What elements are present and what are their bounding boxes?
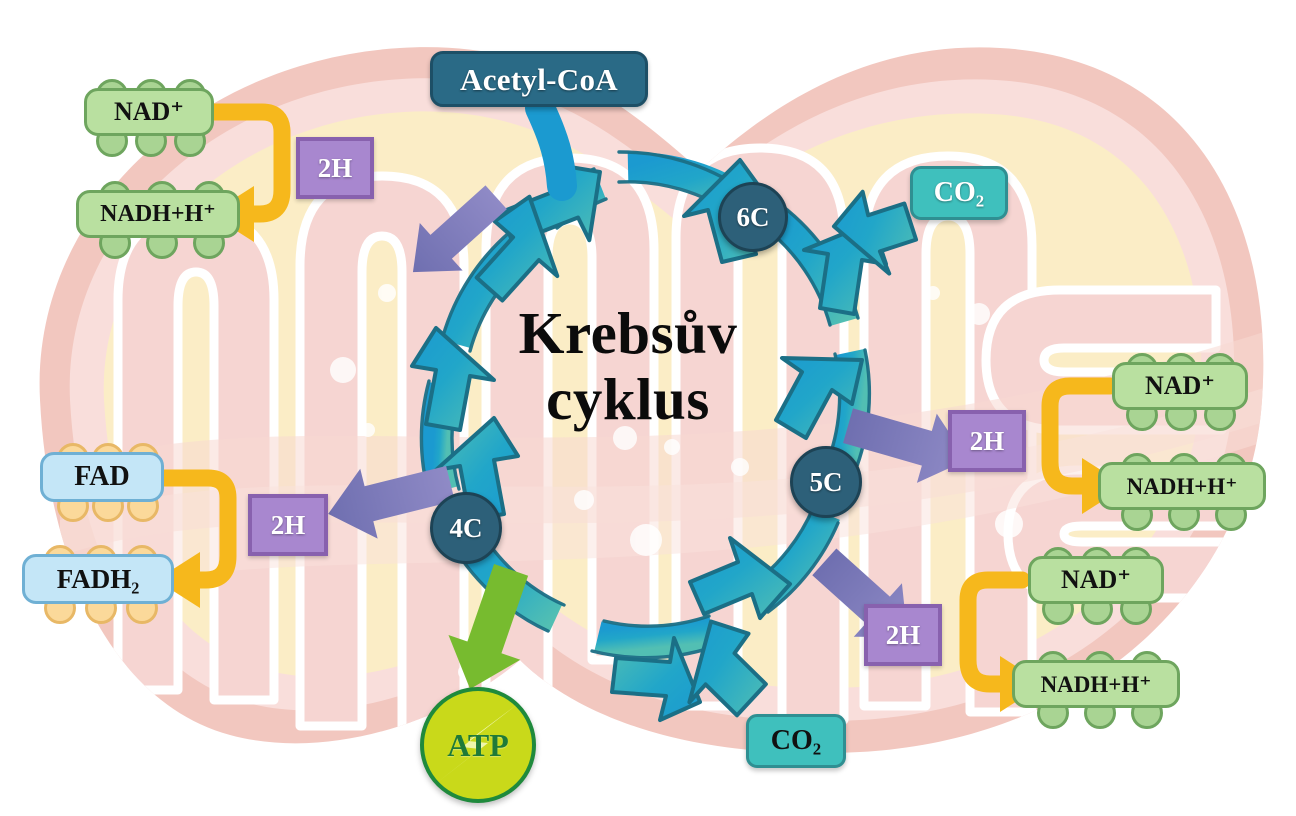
carrier-nad-top-left-oxidized: NAD⁺ <box>84 88 214 136</box>
co2-output-top: CO₂ <box>910 166 1008 220</box>
cycle-title-line2: cyklus <box>546 366 710 433</box>
cycle-title-line1: Krebsův <box>518 300 738 366</box>
atp-output-arrow <box>448 564 529 690</box>
co2-output-bottom: CO₂ <box>746 714 846 768</box>
transfer-plate-2h-top-left: 2H <box>296 137 374 199</box>
carrier-nad-top-left-reduced: NADH+H⁺ <box>76 190 240 238</box>
acetyl-coa-input-arrow <box>525 93 577 201</box>
lightning-bolt-icon <box>434 703 519 785</box>
transfer-plate-2h-right-lower: 2H <box>864 604 942 666</box>
carrier-nad-right-lower-oxidized-text: NAD⁺ <box>1060 565 1132 594</box>
carrier-reduction-arrows <box>151 103 1119 693</box>
carrier-nad-top-left-reduced-text: NADH+H⁺ <box>100 201 216 227</box>
carrier-nad-right-upper-oxidized-text: NAD⁺ <box>1144 371 1216 400</box>
cycle-title: Krebsův cyklus <box>448 300 808 432</box>
transfer-plate-2h-right-upper: 2H <box>948 410 1026 472</box>
co2-output-bottom-text: CO₂ <box>770 725 822 756</box>
cycle-node-5c: 5C <box>790 446 862 518</box>
carrier-nad-right-upper-oxidized: NAD⁺ <box>1112 362 1248 410</box>
carrier-nad-right-upper-reduced-text: NADH+H⁺ <box>1126 473 1238 499</box>
transfer-plate-2h-left: 2H <box>248 494 328 556</box>
atp-label: ATP <box>447 726 509 763</box>
carrier-fad-oxidized: FAD <box>40 452 164 502</box>
carrier-nad-right-upper-reduced: NADH+H⁺ <box>1098 462 1266 510</box>
carrier-fad-oxidized-text: FAD <box>74 461 130 492</box>
cycle-node-6c: 6C <box>718 182 788 252</box>
atp-output: ATP <box>420 687 536 803</box>
cycle-node-4c: 4C <box>430 492 502 564</box>
carrier-fad-reduced: FADH₂ <box>22 554 174 604</box>
hydrogen-transfer-arrows <box>328 185 968 637</box>
carrier-nad-right-lower-oxidized: NAD⁺ <box>1028 556 1164 604</box>
acetyl-coa-label: Acetyl-CoA <box>430 51 648 107</box>
carrier-nad-right-lower-reduced-text: NADH+H⁺ <box>1040 671 1152 697</box>
carrier-nad-right-lower-reduced: NADH+H⁺ <box>1012 660 1180 708</box>
carrier-nad-top-left-oxidized-text: NAD⁺ <box>113 97 185 126</box>
co2-exit-arrows <box>687 189 919 718</box>
co2-output-top-text: CO₂ <box>933 177 985 208</box>
carrier-fad-reduced-text: FADH₂ <box>56 563 140 594</box>
